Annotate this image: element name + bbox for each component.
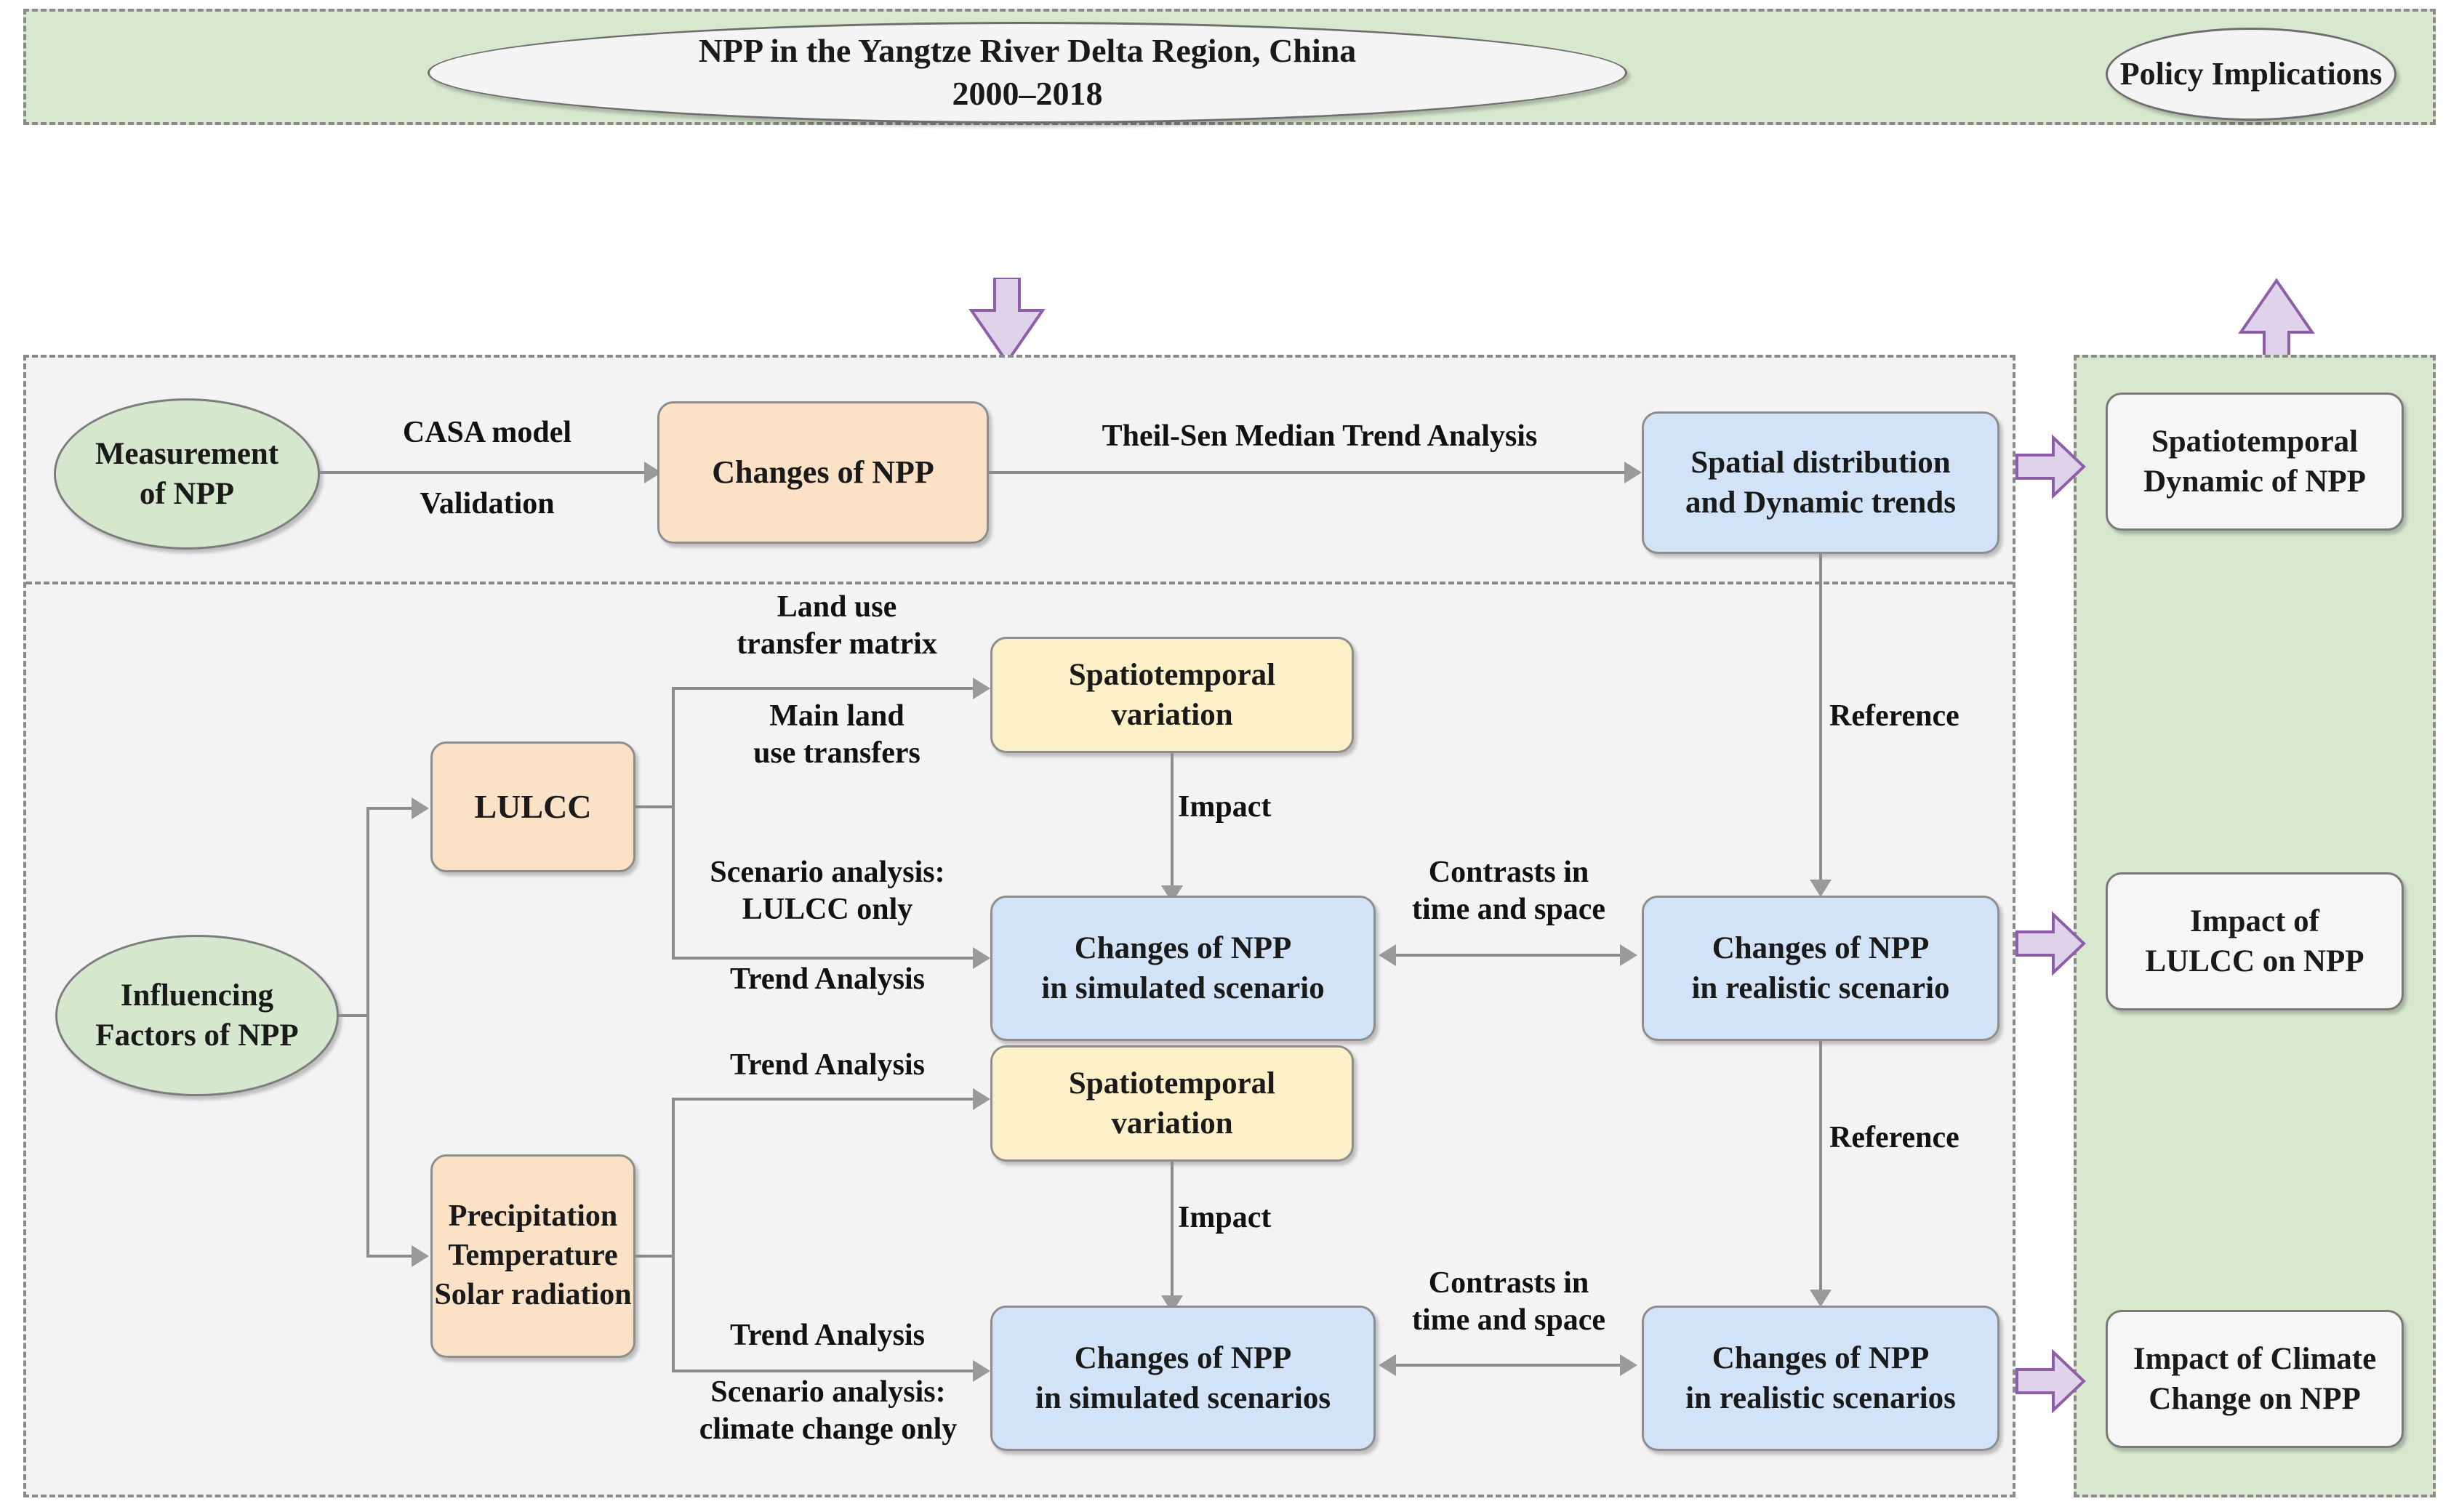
node-climate-drivers: Precipitation Temperature Solar radiatio… [430, 1154, 635, 1358]
edge-label-impact-climate: Impact [1178, 1201, 1272, 1234]
edge-label-theil-sen: Theil-Sen Median Trend Analysis [1102, 419, 1538, 453]
outcome-1-label: Impact of LULCC on NPP [2145, 904, 2364, 978]
arrowhead-contrast-left-climate [1379, 1354, 1396, 1376]
outcome-spatiotemporal-dynamic: Spatiotemporal Dynamic of NPP [2106, 393, 2404, 531]
lulcc-label: LULCC [474, 787, 592, 825]
up-block-arrow-to-policy [2238, 278, 2315, 365]
edge-label-scenario-lulcc-only: Scenario analysis: LULCC only [710, 856, 945, 927]
spatial-distribution-label: Spatial distribution and Dynamic trends [1685, 445, 1956, 520]
edge-label-trend-analysis-climate-top: Trend Analysis [729, 1048, 926, 1082]
arrowhead-lulcc-to-variation [973, 677, 990, 699]
edge-factors-stub [339, 1014, 369, 1017]
changes-realistic-climate-label: Changes of NPP in realistic scenarios [1685, 1340, 1956, 1415]
changes-of-npp-label: Changes of NPP [712, 454, 934, 490]
edge-label-casa-model: CASA model [402, 416, 572, 449]
edge-label-contrast-lulcc: Contrasts in time and space [1412, 856, 1605, 927]
arrowhead-reference-lulcc [1810, 880, 1832, 897]
arrowhead-factors-to-climate [412, 1245, 429, 1267]
node-spatiotemporal-variation-climate: Spatiotemporal variation [990, 1045, 1354, 1162]
edge-contrast-climate [1395, 1364, 1621, 1367]
spatiotemporal-variation-lulcc-label: Spatiotemporal variation [1068, 657, 1276, 732]
edge-label-main-land-use-transfers: Main land use transfers [753, 699, 920, 771]
edge-label-reference-lulcc: Reference [1829, 699, 1959, 733]
arrowhead-climate-to-variation [973, 1088, 990, 1110]
edge-label-scenario-climate-only: Scenario analysis: climate change only [699, 1375, 958, 1447]
edge-lulcc-to-simulated [672, 957, 976, 960]
edge-lulcc-spine [672, 687, 675, 960]
edge-changes-to-spatial [989, 471, 1626, 474]
climate-drivers-label: Precipitation Temperature Solar radiatio… [434, 1199, 632, 1311]
node-changes-realistic-climate: Changes of NPP in realistic scenarios [1642, 1306, 1999, 1451]
edge-factors-to-climate [366, 1255, 416, 1258]
arrowhead-changes-to-spatial [1624, 462, 1642, 483]
edge-reference-climate [1819, 1041, 1822, 1294]
edge-label-impact-lulcc: Impact [1178, 790, 1272, 824]
outcome-impact-of-climate-change: Impact of Climate Change on NPP [2106, 1310, 2404, 1448]
spatiotemporal-variation-climate-label: Spatiotemporal variation [1068, 1066, 1276, 1141]
edge-measurement-to-changes [320, 471, 646, 474]
edge-factors-spine [366, 807, 369, 1258]
arrowhead-contrast-left-lulcc [1379, 944, 1396, 966]
node-measurement-of-npp: Measurement of NPP [54, 398, 320, 550]
edge-climate-to-simulated [672, 1370, 976, 1372]
arrowhead-reference-climate [1810, 1290, 1832, 1307]
arrowhead-climate-to-simulated [973, 1360, 990, 1382]
changes-simulated-lulcc-label: Changes of NPP in simulated scenario [1041, 930, 1325, 1005]
influencing-factors-label: Influencing Factors of NPP [95, 978, 299, 1053]
arrowhead-contrast-right-climate [1620, 1354, 1637, 1376]
methods-factors-divider [26, 582, 2013, 584]
node-changes-simulated-lulcc: Changes of NPP in simulated scenario [990, 896, 1376, 1041]
node-lulcc: LULCC [430, 741, 635, 872]
outcome-0-label: Spatiotemporal Dynamic of NPP [2143, 424, 2366, 499]
edge-factors-to-lulcc [366, 807, 416, 810]
node-spatial-distribution: Spatial distribution and Dynamic trends [1642, 411, 1999, 554]
node-changes-simulated-climate: Changes of NPP in simulated scenarios [990, 1306, 1376, 1451]
edge-climate-to-variation [672, 1098, 976, 1101]
node-changes-realistic-lulcc: Changes of NPP in realistic scenario [1642, 896, 1999, 1041]
edge-variation-to-simulated-climate [1171, 1162, 1174, 1298]
edge-label-land-use-transfer-matrix: Land use transfer matrix [737, 590, 937, 662]
block-arrow-to-outcome-1 [2015, 911, 2086, 976]
changes-simulated-climate-label: Changes of NPP in simulated scenarios [1035, 1340, 1331, 1415]
outcome-impact-of-lulcc: Impact of LULCC on NPP [2106, 872, 2404, 1010]
arrowhead-contrast-right-lulcc [1620, 944, 1637, 966]
outcome-2-label: Impact of Climate Change on NPP [2133, 1341, 2377, 1416]
arrowhead-factors-to-lulcc [412, 797, 429, 819]
edge-lulcc-to-variation [672, 687, 976, 690]
down-block-arrow-to-methods [968, 278, 1046, 365]
block-arrow-to-outcome-0 [2015, 434, 2086, 499]
changes-realistic-lulcc-label: Changes of NPP in realistic scenario [1691, 930, 1950, 1005]
edge-label-contrast-climate: Contrasts in time and space [1412, 1266, 1605, 1338]
node-changes-of-npp: Changes of NPP [657, 401, 989, 544]
edge-label-trend-analysis-lulcc: Trend Analysis [729, 962, 926, 996]
edge-lulcc-stub [635, 805, 675, 808]
edge-reference-lulcc [1819, 554, 1822, 884]
node-influencing-factors: Influencing Factors of NPP [55, 935, 339, 1096]
measurement-label: Measurement of NPP [95, 436, 279, 511]
policy-implications-label: Policy Implications [2119, 55, 2383, 92]
edge-variation-to-simulated-lulcc [1171, 753, 1174, 888]
edge-label-validation: Validation [420, 487, 555, 520]
node-spatiotemporal-variation-lulcc: Spatiotemporal variation [990, 637, 1354, 753]
title-ellipse: NPP in the Yangtze River Delta Region, C… [428, 22, 1627, 124]
title-line-2: 2000–2018 [952, 75, 1103, 112]
edge-label-reference-climate: Reference [1829, 1121, 1959, 1154]
title-line-1: NPP in the Yangtze River Delta Region, C… [698, 32, 1357, 70]
edge-climate-stub [635, 1255, 675, 1258]
edge-contrast-lulcc [1395, 954, 1621, 957]
edge-climate-spine [672, 1098, 675, 1372]
policy-implications-ellipse: Policy Implications [2106, 28, 2396, 121]
arrowhead-lulcc-to-simulated [973, 947, 990, 969]
block-arrow-to-outcome-2 [2015, 1348, 2086, 1414]
edge-label-trend-analysis-climate-bottom: Trend Analysis [729, 1319, 926, 1352]
